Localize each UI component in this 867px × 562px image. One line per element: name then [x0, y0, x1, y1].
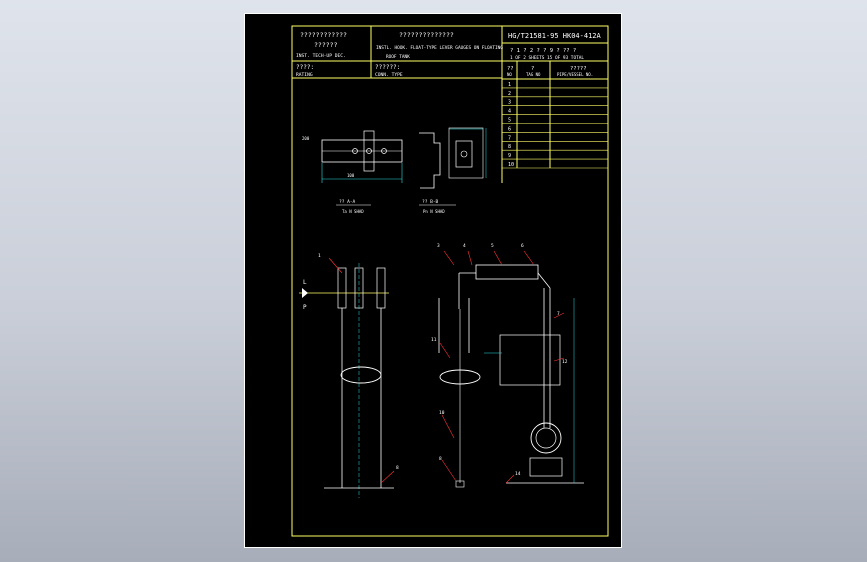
header-tag-cn: ? [531, 66, 534, 72]
drawing-number: HG/T21581-95 HK04-412A [508, 32, 602, 40]
left-label-p: P [303, 304, 307, 311]
header-pipe-en: PIPE/VESSEL NO. [557, 72, 593, 77]
detail-a-dim: 200 [302, 136, 310, 141]
drawing-frame [291, 25, 609, 537]
title-center-line1: ?????????????? [399, 31, 454, 39]
conn-en: CONN. TYPE [375, 72, 403, 78]
table-row-number: 6 [508, 126, 511, 132]
header-tag-en: TAG NO [526, 72, 541, 77]
detail-view-b: ?? B-B Pn N SHAD [419, 127, 487, 214]
table-row-number: 2 [508, 91, 511, 97]
table-row-number: 3 [508, 100, 511, 106]
conn-cn: ??????: [375, 64, 400, 71]
table-row-number: 7 [508, 135, 511, 141]
drawing-sheet: ???????????? ?????? INST. TECH-UP DEC. ?… [244, 13, 622, 548]
table-row-number: 8 [508, 144, 511, 150]
title-left-line1: ???????????? [300, 31, 347, 39]
table-row-number: 5 [508, 118, 511, 124]
left-label-1: 1 [318, 253, 321, 259]
center-label-8: 8 [439, 456, 442, 462]
cad-drawing: ???????????? ?????? INST. TECH-UP DEC. ?… [244, 13, 622, 548]
title-left-line2: ?????? [314, 41, 338, 49]
title-center-line2: INSTL. HOOK. FLOAT-TYPE LEVER GAUGES ON … [376, 45, 503, 51]
header-pipe-cn: ????? [570, 66, 587, 72]
title-center-line3: ROOF TANK [386, 54, 410, 60]
header-no-en: NO [507, 72, 512, 77]
center-label-10: 10 [439, 410, 445, 416]
center-label-11: 11 [431, 337, 437, 343]
title-block: ???????????? ?????? INST. TECH-UP DEC. ?… [292, 26, 608, 183]
header-no-cn: ?? [507, 66, 514, 72]
table-row-number: 4 [508, 109, 511, 115]
left-label-l: L [303, 279, 307, 286]
rating-en: RATING [296, 72, 313, 78]
detail-view-a: 200 100 ?? A-A Ta N SHAD [302, 130, 403, 214]
center-elevation: 3 4 5 6 7 11 12 10 8 14 [431, 243, 584, 488]
tag-table: ?? ? ????? NO TAG NO PIPE/VESSEL NO. 1 2 3… [502, 61, 608, 169]
view-a-sub: Ta N SHAD [342, 209, 364, 214]
sheet-border [244, 13, 622, 548]
detail-a-dim2: 100 [347, 173, 355, 178]
center-label-6: 6 [521, 243, 524, 249]
view-b-sub: Pn N SHAD [423, 209, 445, 214]
left-label-8: 8 [396, 465, 399, 471]
center-label-7: 7 [557, 311, 560, 317]
sheet-info-cn: ? 1 ? 2 ? ? 9 ? ?? ? [510, 48, 576, 54]
view-a-caption: ?? A-A [339, 199, 356, 205]
center-label-3: 3 [437, 243, 440, 249]
level-arrow-icon [302, 288, 308, 298]
table-row-number: 1 [508, 82, 511, 88]
rating-cn: ????: [296, 64, 314, 71]
table-row-number: 9 [508, 153, 511, 159]
center-label-14: 14 [515, 471, 521, 477]
center-label-4: 4 [463, 243, 466, 249]
title-left-line3: INST. TECH-UP DEC. [296, 53, 346, 59]
center-label-12: 12 [562, 359, 568, 365]
view-b-caption: ?? B-B [422, 199, 439, 205]
sheet-info-en: 1 OF 2 SHEETS 15 OF 93 TOTAL [510, 55, 584, 61]
left-elevation: L P 8 1 [299, 253, 399, 498]
table-row-number: 10 [508, 162, 514, 168]
center-label-5: 5 [491, 243, 494, 249]
